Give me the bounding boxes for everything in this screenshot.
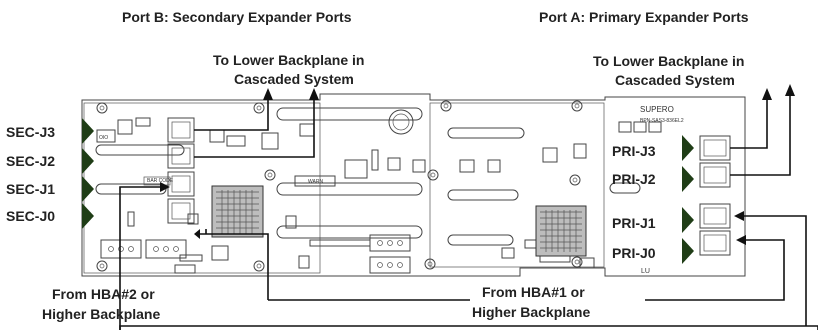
lower-backplane-note-right-line2: Cascaded System	[615, 72, 735, 88]
pri-port-markers	[682, 135, 694, 264]
connection-wires	[119, 84, 818, 330]
expander-chip-primary	[535, 205, 587, 257]
sec-j1-label: SEC-J1	[6, 181, 55, 197]
hba2-note-line1: From HBA#2 or	[52, 286, 155, 302]
mounting-holes	[96, 100, 583, 272]
pri-j0-label: PRI-J0	[612, 245, 656, 261]
lu-label: LU	[641, 268, 650, 275]
port-b-header: Port B: Secondary Expander Ports	[122, 9, 352, 25]
port-a-header: Port A: Primary Expander Ports	[539, 9, 749, 25]
pri-connectors	[699, 135, 731, 256]
power-connectors	[100, 234, 411, 274]
sec-j3-label: SEC-J3	[6, 124, 55, 140]
round-component	[388, 109, 414, 135]
lower-backplane-note-left-line2: Cascaded System	[234, 71, 354, 87]
hba1-note-line2: Higher Backplane	[472, 304, 590, 320]
bar-code-label: BAR CODE	[147, 178, 174, 184]
board-slots	[95, 107, 641, 246]
model-label: BPN-SAS3-836EL2	[640, 118, 684, 124]
lower-backplane-note-right-line1: To Lower Backplane in	[593, 53, 744, 69]
pri-j2-label: PRI-J2	[612, 171, 656, 187]
pri-j3-label: PRI-J3	[612, 143, 656, 159]
hba1-note-line1: From HBA#1 or	[482, 284, 585, 300]
sec-j2-label: SEC-J2	[6, 153, 55, 169]
lower-backplane-note-left-line1: To Lower Backplane in	[213, 52, 364, 68]
pri-j1-label: PRI-J1	[612, 215, 656, 231]
hba2-note-line2: Higher Backplane	[42, 306, 160, 322]
sec-port-markers	[82, 118, 94, 229]
brand-label: SUPERO	[640, 105, 674, 114]
sec-connectors	[167, 117, 195, 224]
expander-chip-secondary	[211, 185, 264, 238]
sec-j0-label: SEC-J0	[6, 208, 55, 224]
svg-text:OIO: OIO	[99, 135, 108, 141]
warn-label: WARN	[308, 179, 323, 185]
